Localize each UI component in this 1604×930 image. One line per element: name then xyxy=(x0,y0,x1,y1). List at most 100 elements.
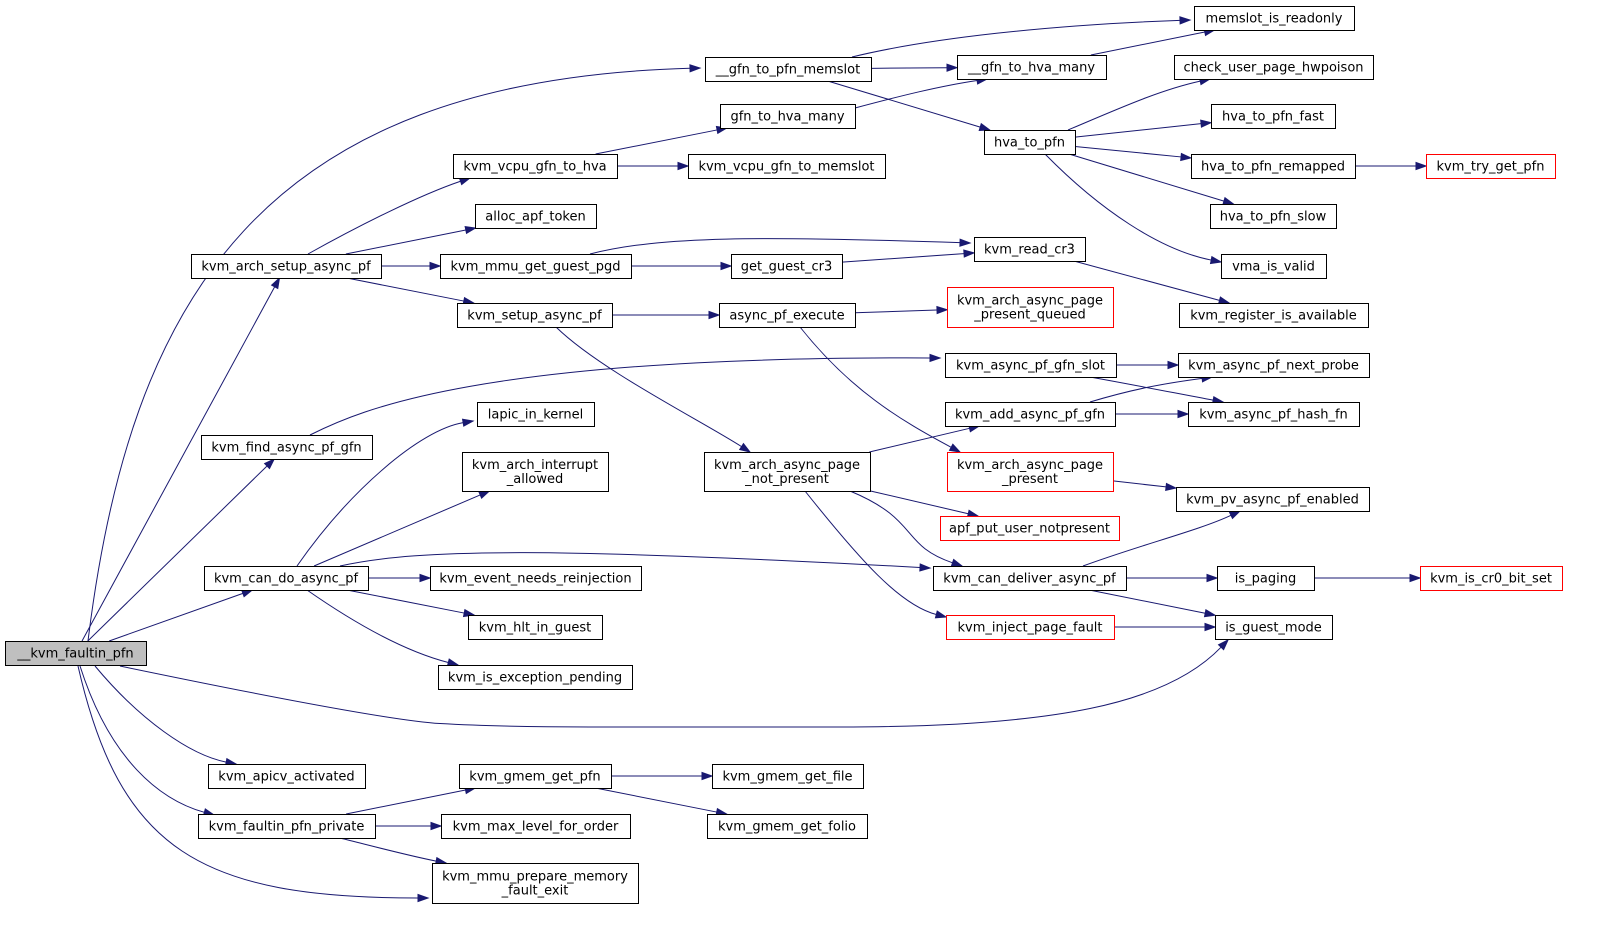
node-kvm-mmu-prepare-memory-fault-exit[interactable]: kvm_mmu_prepare_memory_fault_exit xyxy=(432,863,639,904)
node-kvm-arch-setup-async-pf[interactable]: kvm_arch_setup_async_pf xyxy=(191,254,382,279)
edge-arrowhead xyxy=(1179,16,1192,25)
node-is-guest-mode[interactable]: is_guest_mode xyxy=(1215,615,1333,640)
node-check-user-page-hwpoison[interactable]: check_user_page_hwpoison xyxy=(1174,55,1374,80)
node-hva-to-pfn-remapped[interactable]: hva_to_pfn_remapped xyxy=(1191,154,1356,179)
node-kvm-setup-async-pf[interactable]: kvm_setup_async_pf xyxy=(457,303,613,328)
node-kvm-apicv-activated[interactable]: kvm_apicv_activated xyxy=(208,764,366,789)
edge-arrowhead xyxy=(1203,609,1217,618)
node-kvm-is-cr0-bit-set[interactable]: kvm_is_cr0_bit_set xyxy=(1420,566,1563,591)
node-kvm-try-get-pfn[interactable]: kvm_try_get_pfn xyxy=(1426,154,1556,179)
node-gfn-to-hva-many[interactable]: gfn_to_hva_many xyxy=(720,104,856,129)
edge-kvm_vcpu_gfn_to_hva-to-gfn_to_hva_many xyxy=(595,125,729,155)
node-label: kvm_gmem_get_file xyxy=(722,770,852,785)
node-label: kvm_async_pf_hash_fn xyxy=(1199,408,1348,423)
edge-arrowhead xyxy=(1177,409,1190,419)
node-kvm-read-cr3[interactable]: kvm_read_cr3 xyxy=(974,237,1086,262)
node-label: kvm_register_is_available xyxy=(1190,309,1357,324)
edge-arrowhead xyxy=(1217,638,1230,651)
node-kvm-arch-async-page-present[interactable]: kvm_arch_async_page_present xyxy=(947,452,1114,492)
edge-hva_to_pfn-to-check_user_page_hwpoison xyxy=(1067,77,1212,131)
edge-line xyxy=(854,309,938,314)
node-kvm-max-level-for-order[interactable]: kvm_max_level_for_order xyxy=(441,814,631,839)
node-kvm-mmu-get-guest-pgd[interactable]: kvm_mmu_get_guest_pgd xyxy=(440,254,632,279)
node-kvm-gmem-get-file[interactable]: kvm_gmem_get_file xyxy=(712,764,864,789)
node-label: get_guest_cr3 xyxy=(741,260,832,275)
node-lapic-in-kernel[interactable]: lapic_in_kernel xyxy=(477,402,595,427)
edge-arrowhead xyxy=(950,558,964,567)
node-kvm-register-is-available[interactable]: kvm_register_is_available xyxy=(1179,303,1369,328)
node-vma-is-valid[interactable]: vma_is_valid xyxy=(1221,254,1327,279)
node-alloc-apf-token[interactable]: alloc_apf_token xyxy=(475,204,597,229)
node-kvm-inject-page-fault[interactable]: kvm_inject_page_fault xyxy=(946,615,1115,640)
node-kvm-async-pf-hash-fn[interactable]: kvm_async_pf_hash_fn xyxy=(1188,402,1360,427)
node-kvm-arch-async-page-present-queued[interactable]: kvm_arch_async_page_present_queued xyxy=(947,287,1114,328)
node-kvm-find-async-pf-gfn[interactable]: kvm_find_async_pf_gfn xyxy=(201,435,373,460)
node-box xyxy=(945,353,1117,378)
node-kvm-is-exception-pending[interactable]: kvm_is_exception_pending xyxy=(438,665,633,690)
node-get-guest-cr3[interactable]: get_guest_cr3 xyxy=(731,254,843,279)
node-label: kvm_read_cr3 xyxy=(984,243,1075,258)
edge-line xyxy=(854,79,978,109)
edge-kvm_setup_async_pf-to-async_pf_execute xyxy=(612,310,721,320)
edge-line xyxy=(296,422,464,567)
edge-kvm_arch_setup_async_pf-to-kvm_vcpu_gfn_to_hva xyxy=(307,177,472,255)
edge-arrowhead xyxy=(919,563,932,572)
node-kvm-faultin-pfn-private[interactable]: kvm_faultin_pfn_private xyxy=(198,814,376,839)
node-box xyxy=(1211,104,1336,129)
node-memslot-is-readonly[interactable]: memslot_is_readonly xyxy=(1194,6,1355,31)
node-kvm-event-needs-reinjection[interactable]: kvm_event_needs_reinjection xyxy=(430,566,642,591)
node-kvm-arch-async-page-not-present[interactable]: kvm_arch_async_page_not_present xyxy=(704,452,871,492)
node-apf-put-user-notpresent[interactable]: apf_put_user_notpresent xyxy=(940,516,1120,541)
node-kvm-hlt-in-guest[interactable]: kvm_hlt_in_guest xyxy=(468,615,603,640)
node-is-paging[interactable]: is_paging xyxy=(1217,566,1315,591)
node-box xyxy=(957,55,1107,80)
node-kvm-pv-async-pf-enabled[interactable]: kvm_pv_async_pf_enabled xyxy=(1176,487,1370,512)
edge-kvm_arch_setup_async_pf-to-kvm_mmu_get_guest_pgd xyxy=(381,261,442,271)
node-kvm-vcpu-gfn-to-memslot[interactable]: kvm_vcpu_gfn_to_memslot xyxy=(688,154,886,179)
node-box xyxy=(198,814,376,839)
edge-arrowhead xyxy=(1217,296,1231,305)
edge-arrowhead xyxy=(417,893,430,903)
node-box xyxy=(1179,303,1369,328)
node-label: async_pf_execute xyxy=(729,309,844,324)
node-kvm-faultin-pfn[interactable]: __kvm_faultin_pfn xyxy=(5,641,147,666)
node-kvm-async-pf-next-probe[interactable]: kvm_async_pf_next_probe xyxy=(1178,353,1370,378)
node-kvm-add-async-pf-gfn[interactable]: kvm_add_async_pf_gfn xyxy=(945,402,1116,427)
edge-line xyxy=(77,665,419,899)
node-label: hva_to_pfn_remapped xyxy=(1201,160,1345,175)
node-kvm-can-do-async-pf[interactable]: kvm_can_do_async_pf xyxy=(204,566,369,591)
node-kvm-gmem-get-pfn[interactable]: kvm_gmem_get_pfn xyxy=(459,764,612,789)
node-kvm-gmem-get-folio[interactable]: kvm_gmem_get_folio xyxy=(707,814,868,839)
edge-kvm_arch_async_page_not_present-to-apf_put_user_notpresent xyxy=(869,490,980,518)
node-kvm-vcpu-gfn-to-hva[interactable]: kvm_vcpu_gfn_to_hva xyxy=(453,154,618,179)
node-box xyxy=(705,57,872,82)
edge-arrowhead xyxy=(270,276,281,290)
edge-arrowhead xyxy=(1409,573,1422,583)
edge-line xyxy=(119,646,1222,728)
node-label: _not_present xyxy=(744,472,829,487)
edge-kvm_add_async_pf_gfn-to-kvm_async_pf_hash_fn xyxy=(1114,409,1190,419)
edge-arrowhead xyxy=(959,238,972,247)
node-gfn-to-pfn-memslot[interactable]: __gfn_to_pfn_memslot xyxy=(705,57,872,82)
node-label: kvm_pv_async_pf_enabled xyxy=(1186,493,1359,508)
node-hva-to-pfn-slow[interactable]: hva_to_pfn_slow xyxy=(1210,204,1337,229)
node-box xyxy=(1176,487,1370,512)
node-box xyxy=(720,104,856,129)
node-kvm-arch-interrupt-allowed[interactable]: kvm_arch_interrupt_allowed xyxy=(462,452,609,492)
edge-kvm_gmem_get_pfn-to-kvm_gmem_get_file xyxy=(610,771,714,781)
node-label: kvm_mmu_get_guest_pgd xyxy=(451,260,621,275)
node-label: kvm_faultin_pfn_private xyxy=(209,820,365,835)
node-async-pf-execute[interactable]: async_pf_execute xyxy=(719,303,856,328)
edge-gfn_to_pfn_memslot-to-gfn_to_hva_many_u xyxy=(870,63,959,72)
edge-arrowhead xyxy=(936,305,949,315)
edge-kvm_can_do_async_pf-to-kvm_can_deliver_async_pf xyxy=(339,552,932,572)
node-gfn-to-hva-many-u[interactable]: __gfn_to_hva_many xyxy=(957,55,1107,80)
node-box xyxy=(719,303,856,328)
node-hva-to-pfn[interactable]: hva_to_pfn xyxy=(984,130,1076,155)
node-kvm-can-deliver-async-pf[interactable]: kvm_can_deliver_async_pf xyxy=(933,566,1127,591)
edge-arrowhead xyxy=(478,490,491,499)
node-hva-to-pfn-fast[interactable]: hva_to_pfn_fast xyxy=(1211,104,1336,129)
node-label: memslot_is_readonly xyxy=(1206,12,1343,27)
node-kvm-async-pf-gfn-slot[interactable]: kvm_async_pf_gfn_slot xyxy=(945,353,1117,378)
edge-kvm_arch_async_page_present-to-kvm_pv_async_pf_enabled xyxy=(1112,480,1178,492)
